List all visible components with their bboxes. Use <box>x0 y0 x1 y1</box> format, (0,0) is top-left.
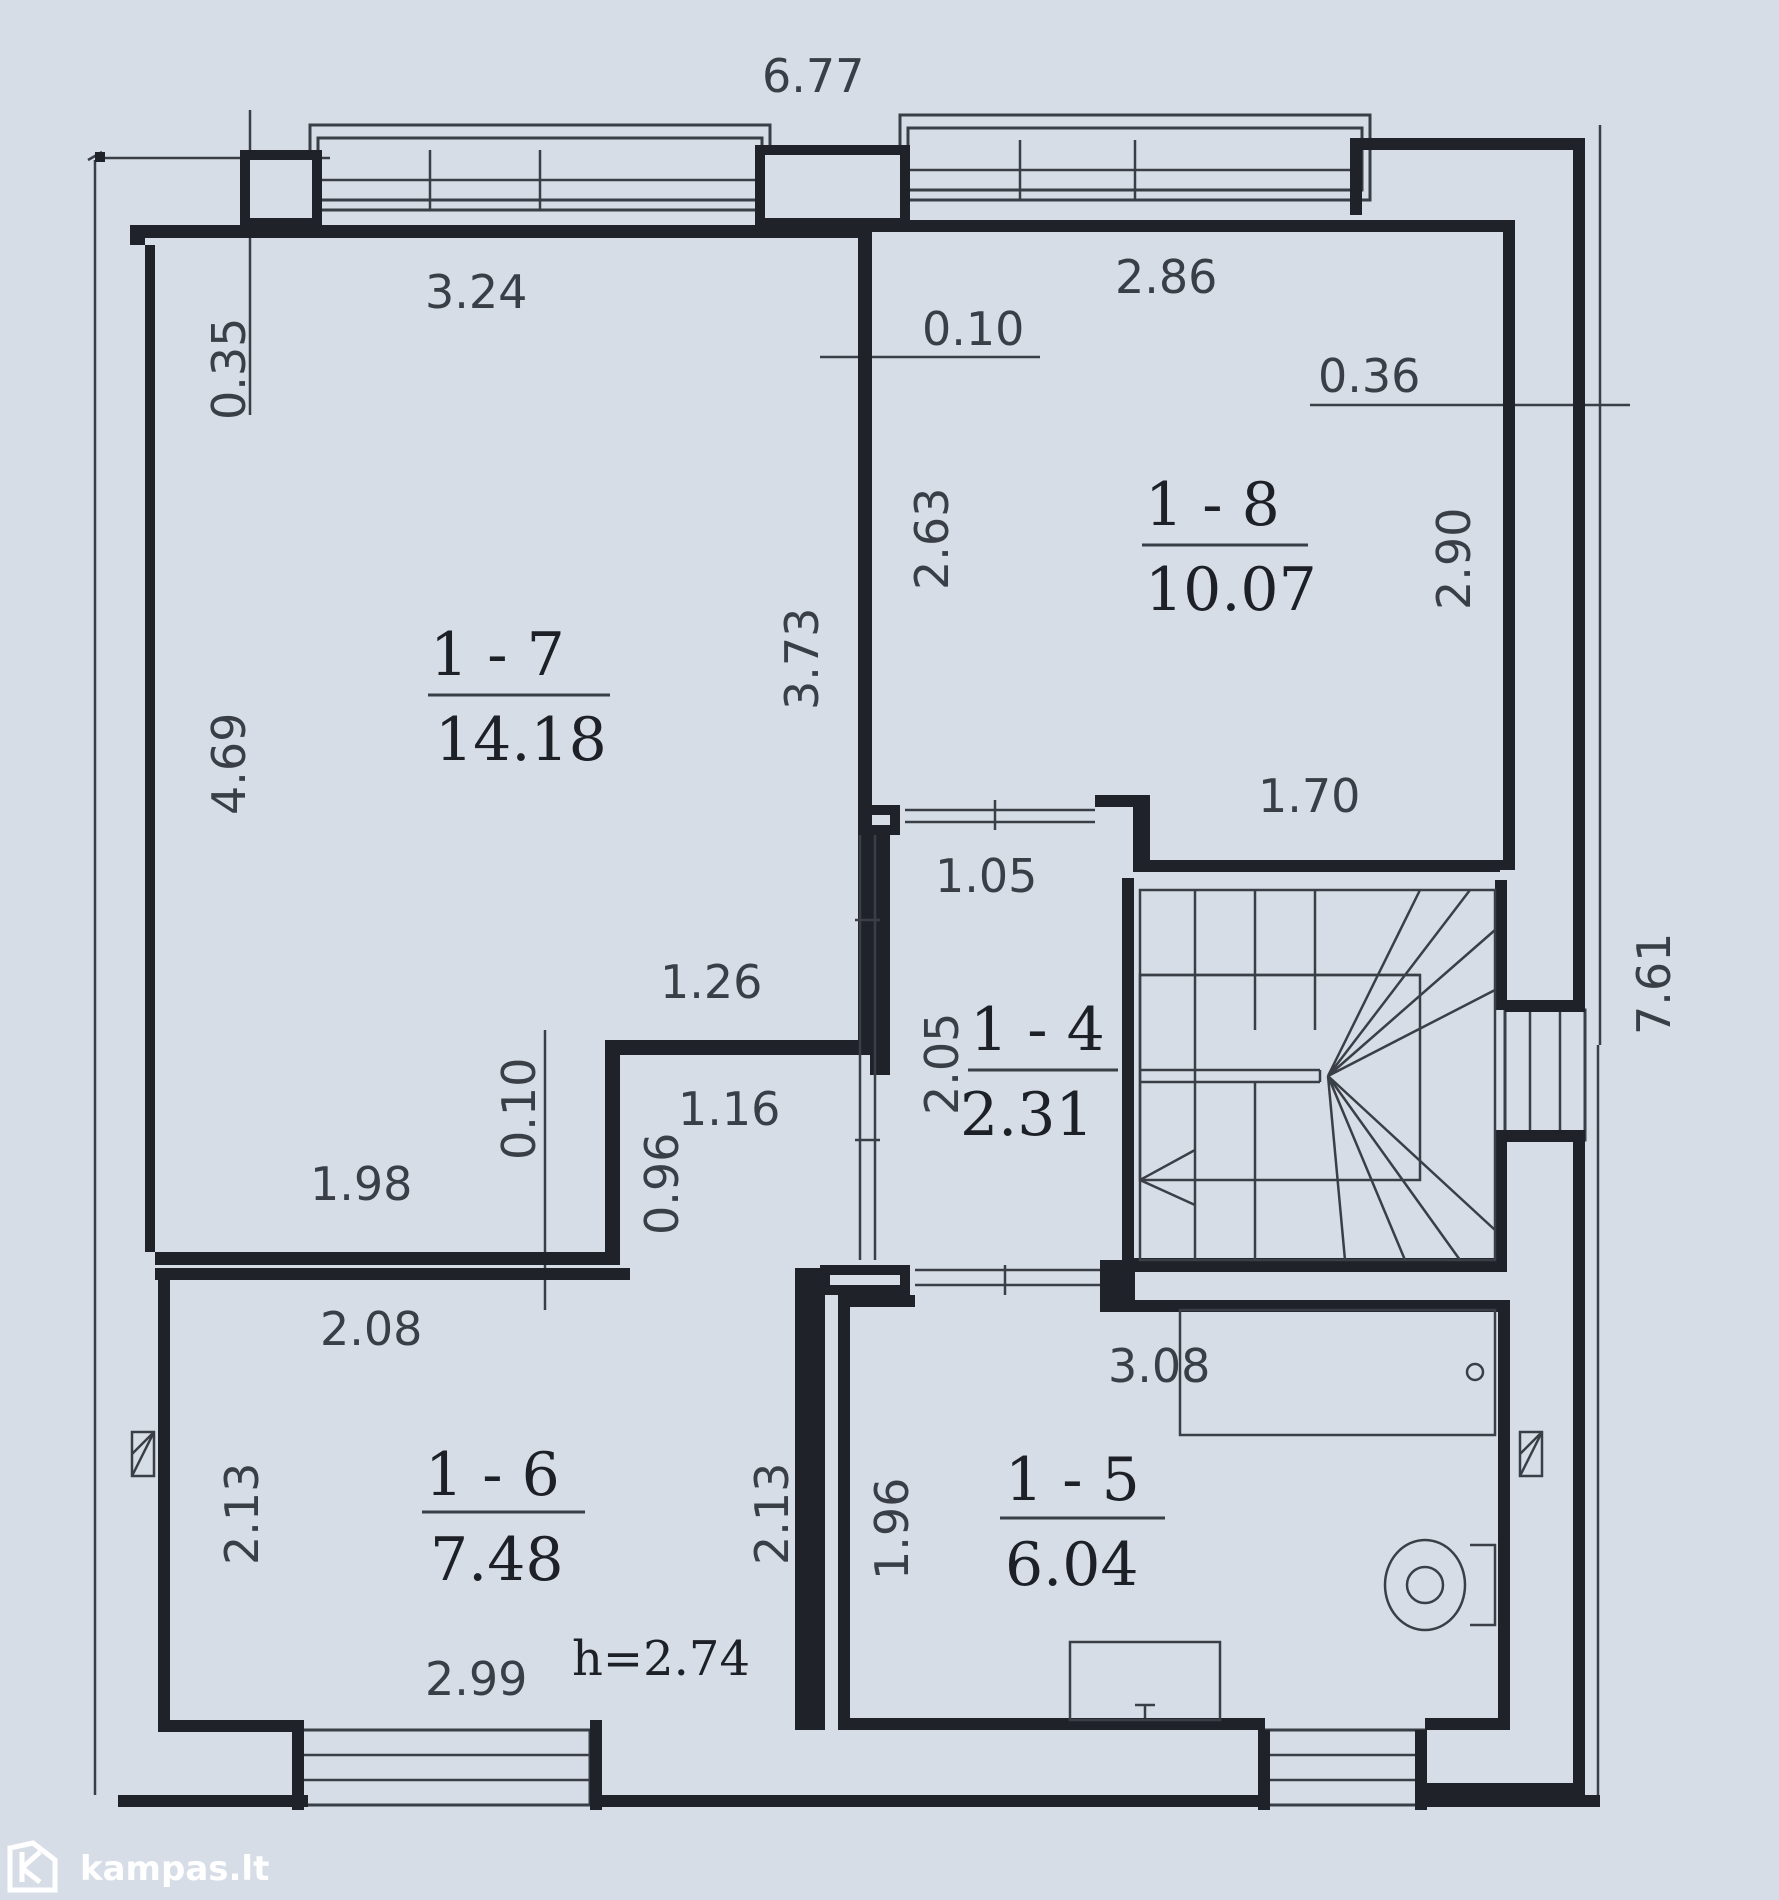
room-1-4-id: 1 - 4 <box>970 995 1105 1065</box>
room-labels: 1 - 7 14.18 1 - 8 10.07 1 - 4 2.31 1 - 6… <box>422 470 1317 1600</box>
walls <box>95 138 1600 1810</box>
bathtub <box>1178 1308 1497 1437</box>
dim-1-98: 1.98 <box>310 1157 412 1211</box>
dim-2-90: 2.90 <box>1427 508 1481 610</box>
dim-1-05: 1.05 <box>935 849 1037 903</box>
staircase <box>1138 888 1497 1262</box>
dim-0-96: 0.96 <box>635 1133 689 1235</box>
overall-width-label: 6.77 <box>762 49 864 103</box>
toilet-tank <box>1470 1543 1497 1627</box>
dim-0-10-a: 0.10 <box>492 1058 546 1160</box>
ceiling-height-label: h=2.74 <box>572 1631 750 1687</box>
dim-1-16: 1.16 <box>678 1082 780 1136</box>
dim-1-26: 1.26 <box>660 955 762 1009</box>
room-1-4-area: 2.31 <box>960 1080 1094 1150</box>
room-1-8-id: 1 - 8 <box>1145 470 1280 540</box>
room-1-6-area: 7.48 <box>430 1525 564 1595</box>
dim-3-08: 3.08 <box>1108 1339 1210 1393</box>
dim-1-70: 1.70 <box>1258 769 1360 823</box>
dim-0-35: 0.35 <box>202 318 256 420</box>
room-1-6-id: 1 - 6 <box>425 1440 560 1510</box>
dim-1-96: 1.96 <box>865 1478 919 1580</box>
dim-2-13-right: 2.13 <box>745 1463 799 1565</box>
room-1-5-id: 1 - 5 <box>1005 1445 1140 1515</box>
room-1-5-area: 6.04 <box>1005 1530 1139 1600</box>
toilet-bowl <box>1383 1538 1467 1632</box>
dim-2-86: 2.86 <box>1115 250 1217 304</box>
kampas-watermark: kampas.lt <box>7 1840 269 1893</box>
dim-3-24: 3.24 <box>425 265 527 319</box>
dim-2-08: 2.08 <box>320 1302 422 1356</box>
kampas-logo-icon <box>7 1840 58 1893</box>
room-1-7-area: 14.18 <box>435 705 607 775</box>
overall-height-label: 7.61 <box>1627 933 1681 1035</box>
dim-0-10-b: 0.10 <box>922 302 1024 356</box>
dimension-guides <box>87 110 1630 1795</box>
vent-symbols <box>130 1430 1544 1478</box>
sink-cabinet <box>1068 1640 1222 1722</box>
dim-2-99: 2.99 <box>425 1652 527 1706</box>
dim-4-69: 4.69 <box>202 713 256 815</box>
dim-2-13-left: 2.13 <box>215 1463 269 1565</box>
room-1-7-id: 1 - 7 <box>430 620 565 690</box>
bathtub-drain <box>1465 1362 1485 1382</box>
watermark-text: kampas.lt <box>80 1849 269 1889</box>
dim-0-36: 0.36 <box>1318 349 1420 403</box>
dimension-labels: 6.77 7.61 3.24 0.35 3.73 4.69 1.26 0.10 … <box>202 49 1681 1706</box>
openings <box>855 800 1100 1295</box>
dim-2-05: 2.05 <box>915 1013 969 1115</box>
bathroom-fixtures <box>1068 1308 1497 1722</box>
room-1-8-area: 10.07 <box>1145 555 1317 625</box>
dim-2-63: 2.63 <box>905 488 959 590</box>
dim-3-73: 3.73 <box>775 608 829 710</box>
